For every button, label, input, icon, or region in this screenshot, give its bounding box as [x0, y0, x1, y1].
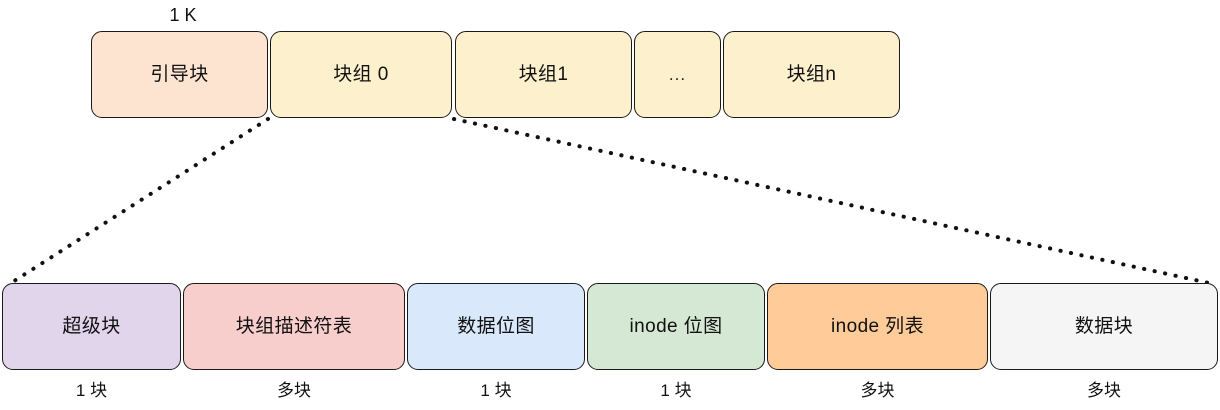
- top-box-block-group-0[interactable]: 块组 0: [270, 31, 452, 118]
- bottom-caption-data-blocks: 多块: [1087, 381, 1121, 400]
- bottom-caption-superblock: 1 块: [75, 381, 108, 400]
- bottom-box-data-bitmap[interactable]: 数据位图: [407, 283, 585, 370]
- left-expansion-line: [9, 117, 270, 285]
- top-box-block-group-1[interactable]: 块组1: [455, 31, 632, 118]
- bottom-caption-inode-table: 多块: [860, 381, 895, 400]
- bottom-box-group-descriptor-table[interactable]: 块组描述符表: [183, 283, 405, 370]
- bottom-box-inode-table[interactable]: inode 列表: [767, 283, 988, 370]
- bottom-box-data-blocks[interactable]: 数据块: [990, 283, 1218, 370]
- bottom-box-superblock[interactable]: 超级块: [2, 283, 181, 370]
- bottom-box-inode-bitmap[interactable]: inode 位图: [587, 283, 765, 370]
- block-size-label: 1 K: [169, 5, 197, 25]
- top-box-boot-block[interactable]: 引导块: [91, 31, 268, 118]
- bottom-caption-data-bitmap: 1 块: [480, 381, 512, 400]
- bottom-caption-inode-bitmap: 1 块: [660, 381, 692, 400]
- top-box-block-group-n[interactable]: 块组n: [723, 31, 900, 118]
- right-expansion-line: [452, 117, 1211, 285]
- bottom-caption-group-descriptor-table: 多块: [277, 381, 311, 400]
- top-box-ellipsis[interactable]: ...: [634, 31, 721, 118]
